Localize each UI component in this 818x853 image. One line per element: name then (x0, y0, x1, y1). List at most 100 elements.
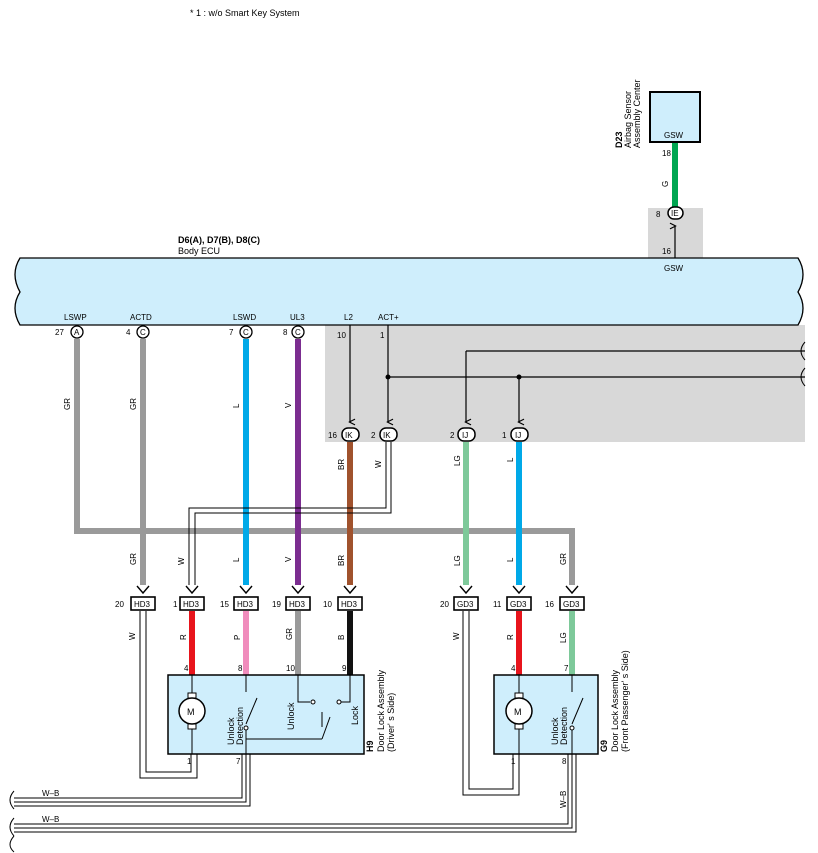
g9-pin-4: 4 (511, 664, 516, 673)
airbag-pin-18: 18 (662, 149, 671, 158)
wire-label-gr-4: GR (559, 553, 568, 565)
wire-w-inner (194, 442, 392, 585)
ik-pin-2: 2 (371, 431, 376, 440)
wire-label-br-1: BR (337, 459, 346, 470)
ecu-body (14, 257, 804, 326)
hd3-conn-5-label: HD3 (341, 600, 358, 609)
ie-connector (667, 206, 684, 220)
ik-connector-2-label: IK (383, 431, 391, 440)
h9-unlock-label: Unlock (286, 702, 296, 730)
hd3-pin-20: 20 (115, 600, 124, 609)
gd3-conn-2-label: GD3 (510, 600, 527, 609)
gd3-pin-20: 20 (440, 600, 449, 609)
wire-w-g9-inner (468, 611, 514, 790)
gd3-conn-2 (506, 596, 532, 611)
gd3-pin-16: 16 (545, 600, 554, 609)
connector-arrows (136, 585, 579, 595)
ecu-ref: D6(A), D7(B), D8(C) (178, 235, 260, 245)
wire-label-w-2: W (177, 557, 186, 565)
h9-unlock-wire (297, 675, 310, 703)
hd3-conn-2-label: HD3 (183, 600, 200, 609)
hd3-pin-1: 1 (173, 600, 178, 609)
ecu-name: Body ECU (178, 246, 220, 256)
h9-lock-contact (336, 699, 342, 705)
wire-wb-g9-a (14, 754, 569, 825)
wire-label-g-airbag: G (661, 181, 670, 187)
g9-pin-7: 7 (564, 664, 569, 673)
ik-connector-2 (379, 427, 398, 442)
g9-name-1: Door Lock Assembly (610, 669, 620, 752)
airbag-name-1: Airbag Sensor (623, 91, 633, 148)
airbag-name-2: Assembly Center (632, 79, 642, 148)
airbag-terminal-gsw: GSW (664, 131, 684, 140)
wire-label-br-2: BR (337, 555, 346, 566)
wire-break-left-1 (9, 790, 15, 810)
wire-label-r-2: R (506, 634, 515, 640)
h9-detection-switch (245, 697, 258, 725)
wire-break-left-2 (9, 817, 15, 837)
h9-pin-4: 4 (184, 664, 189, 673)
g9-motor-label: M (514, 707, 522, 717)
pin-1-actplus: 1 (380, 331, 385, 340)
ik-pin-16: 16 (328, 431, 337, 440)
conn-c-lswd-label: C (243, 328, 249, 337)
ie-pin-8: 8 (656, 210, 661, 219)
wire-label-r-1: R (179, 634, 188, 640)
ie-pin-16: 16 (662, 247, 671, 256)
h9-name-1: Door Lock Assembly (376, 669, 386, 752)
hd3-conn-3-label: HD3 (237, 600, 254, 609)
conn-a-lswp (70, 325, 84, 339)
h9-unlock-contact (310, 699, 316, 705)
ecu-term-actd: ACTD (130, 313, 152, 322)
g9-detection-label-2: Detection (559, 707, 569, 745)
wire-label-gr-5: GR (285, 628, 294, 640)
h9-pin-1: 1 (187, 757, 192, 766)
wire-label-gr-1: GR (63, 398, 72, 410)
wire-wb-h9-c (14, 754, 251, 807)
airbag-ref: D23 (614, 131, 624, 148)
g9-pin-1: 1 (511, 757, 516, 766)
h9-motor-label: M (187, 707, 195, 717)
g9-pin-8: 8 (562, 757, 567, 766)
hd3-conn-4 (285, 596, 311, 611)
gd3-pin-11: 11 (493, 600, 502, 609)
conn-c-ul3-label: C (295, 328, 301, 337)
h9-ref: H9 (365, 740, 375, 752)
h9-detection-label-2: Detection (235, 707, 245, 745)
hd3-conn-5 (337, 596, 363, 611)
pin-8-ul3: 8 (283, 328, 288, 337)
wire-label-wb-3: W–B (42, 815, 59, 824)
hd3-pin-10: 10 (323, 600, 332, 609)
h9-lock-label: Lock (350, 705, 360, 725)
ecu-term-lswd: LSWD (233, 313, 256, 322)
wire-gr-bus (74, 528, 575, 585)
hd3-conn-1 (130, 596, 156, 611)
wire-label-w-3: W (128, 632, 137, 640)
wire-label-v-2: V (284, 556, 293, 562)
g9-detection-contact (569, 725, 575, 731)
wire-wb-h9-a (14, 754, 243, 799)
pin-27: 27 (55, 328, 64, 337)
h9-motor (178, 697, 206, 725)
wire-label-wb-1: W–B (42, 789, 59, 798)
shade-junction-area (325, 325, 805, 442)
pin-4-actd: 4 (126, 328, 131, 337)
gd3-conn-1 (453, 596, 479, 611)
ij-connector-2-label: IJ (515, 431, 521, 440)
footnote: * 1 : w/o Smart Key System (190, 8, 300, 18)
wire-wb-g9-b (14, 754, 573, 829)
h9-detection-label-1: Unlock (226, 717, 236, 745)
wire-label-b-1: B (337, 635, 346, 640)
wire-label-lg-1: LG (453, 455, 462, 466)
g9-detection-label-1: Unlock (550, 717, 560, 745)
g9-name-2: (Front Passenger' s Side) (620, 650, 630, 752)
ik-connector-1-label: IK (345, 431, 353, 440)
wire-label-l-4: L (506, 557, 515, 562)
airbag-sensor-box (649, 91, 701, 143)
wire-w-g9-outer (462, 611, 520, 796)
wire-label-gr-2: GR (129, 398, 138, 410)
wire-label-p-1: P (233, 635, 242, 640)
wire-break-lower (800, 367, 806, 387)
ecu-terminal-gsw: GSW (664, 264, 684, 273)
